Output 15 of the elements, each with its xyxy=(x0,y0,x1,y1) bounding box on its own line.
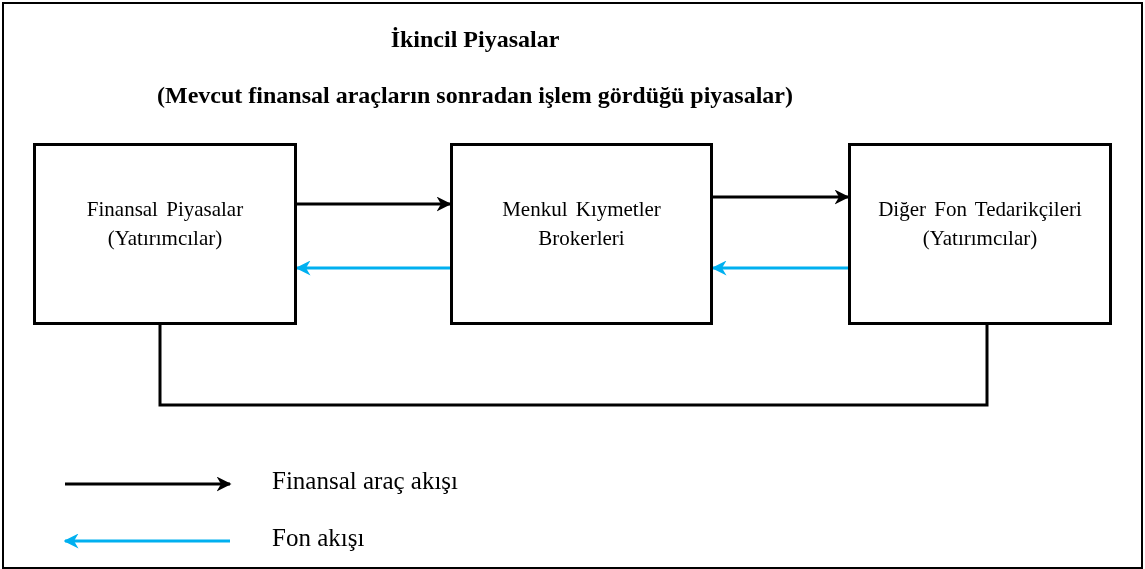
box-label: Finansal Piyasalar (Yatırımcılar) xyxy=(85,195,245,252)
entity-box xyxy=(848,143,1112,325)
box-label: Menkul Kıymetler Brokerleri xyxy=(501,195,662,252)
arrow xyxy=(713,189,850,205)
arrow xyxy=(711,260,848,276)
legend-label: Fon akışı xyxy=(272,524,365,552)
arrow xyxy=(295,260,450,276)
entity-box xyxy=(33,143,297,325)
box-label: Diğer Fon Tedarikçileri (Yatırımcılar) xyxy=(877,195,1083,252)
legend-label: Finansal araç akışı xyxy=(272,467,459,495)
arrow xyxy=(297,196,452,212)
connector-line xyxy=(158,325,989,407)
subtitle: (Mevcut finansal araçların sonradan işlem gördüğü piyasalar) xyxy=(157,82,793,109)
title: İkincil Piyasalar xyxy=(390,26,560,53)
entity-box xyxy=(450,143,713,325)
